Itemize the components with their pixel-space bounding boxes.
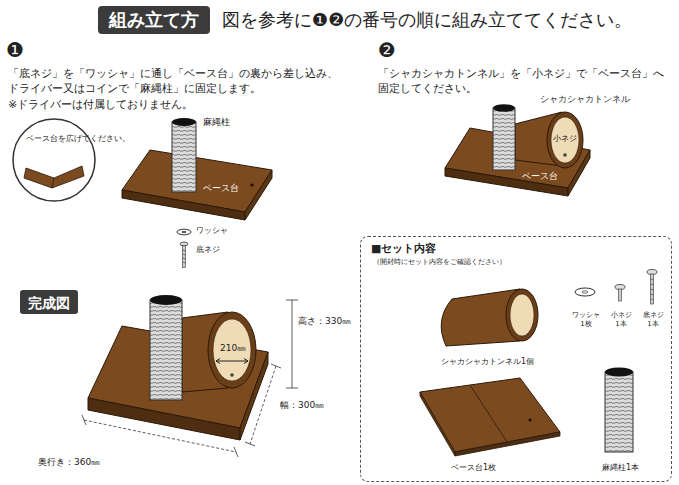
sisal-post [150, 300, 182, 400]
part-label: 小ネジ [553, 134, 577, 144]
tunnel [182, 312, 256, 392]
sisal-post [150, 295, 182, 400]
sisal-post [150, 295, 182, 305]
washer [582, 291, 588, 293]
tunnel [547, 112, 583, 168]
part-label: シャカシャカトンネル [540, 94, 630, 105]
inset-note: ベース台を広げてください。 [26, 134, 82, 144]
screw [651, 279, 654, 300]
part-label: 底ネジ [196, 245, 220, 255]
dimension-line [82, 415, 238, 457]
part-label: ベース台 [522, 171, 558, 182]
sisal-post [605, 372, 633, 452]
tunnel [230, 373, 234, 377]
inset-board [13, 119, 95, 201]
tunnel [515, 112, 583, 168]
washer-and-screw [177, 229, 191, 267]
tunnel [551, 117, 579, 163]
circle-outline [13, 119, 95, 201]
item-label: 小ネジ 1本 [607, 311, 635, 329]
item-label: シャカシャカトンネル1個 [441, 357, 534, 367]
washer [575, 288, 595, 296]
sisal-post [493, 104, 515, 112]
inset-circle: ベース台を広げてください。 [12, 118, 96, 202]
dimension-label: 幅：300㎜ [280, 400, 324, 411]
dimension-line [82, 300, 298, 457]
tunnel [506, 289, 538, 341]
dimension-label: 210㎜ [219, 343, 247, 354]
screw [619, 289, 622, 301]
note-text: ※ドライバーは付属しておりません。 [8, 97, 193, 112]
base-board [420, 378, 560, 456]
step-text: 「底ネジ」を「ワッシャ」に通し「ベース台」の裏から差し込み、 ドライバー又はコイ… [8, 66, 368, 96]
box-note: （開封時にセット内容をご確認ください） [373, 258, 506, 267]
section-badge: 完成図 [20, 290, 78, 314]
dimension-line [245, 364, 281, 446]
washer-and-screw [182, 231, 186, 233]
screw [615, 270, 657, 305]
sisal-post [493, 108, 515, 170]
inset-board [24, 168, 54, 188]
part-label: ベース台 [203, 183, 239, 194]
base-board [420, 392, 455, 456]
washer-and-screw [183, 250, 186, 263]
title-badge: 組み立て方 [98, 6, 210, 34]
tunnel [510, 294, 534, 336]
part-label: 麻縄柱 [203, 117, 230, 128]
tunnel [213, 319, 251, 381]
dimension-line [250, 366, 276, 444]
tunnel [208, 312, 256, 388]
item-label: 底ネジ 1本 [639, 311, 667, 329]
sisal-post [172, 118, 196, 126]
step-number: ❶ [6, 38, 24, 63]
washer [575, 288, 595, 296]
sisal-post [172, 118, 196, 192]
dimension-label: 奥行き：360㎜ [38, 457, 100, 468]
base-board [245, 170, 272, 220]
box-heading: ■セット内容 [371, 242, 436, 256]
base-board [445, 168, 568, 196]
tunnel [563, 153, 567, 157]
sisal-post [172, 122, 196, 192]
base-board [455, 432, 560, 456]
inset-board [52, 166, 84, 188]
item-label: 麻縄柱1本 [602, 463, 639, 473]
part-label: ワッシャ [196, 226, 228, 236]
base-board [529, 419, 532, 422]
item-label: ワッシャ 1枚 [568, 311, 604, 329]
dimension-label: 高さ：330㎜ [298, 316, 351, 327]
badge-text: 完成図 [28, 294, 70, 312]
dimension-line [216, 359, 248, 364]
base-board [88, 398, 240, 440]
inset-board [13, 119, 95, 201]
dimension-line [84, 420, 236, 452]
base-board [122, 150, 272, 220]
base-board [470, 385, 507, 442]
washer-and-screw [183, 246, 186, 268]
washer-and-screw [177, 229, 191, 235]
base-board [122, 150, 272, 212]
sisal-post [605, 368, 633, 377]
base-board [122, 190, 245, 220]
sisal-post [493, 104, 515, 170]
step-text: 「シャカシャカトンネル」を「小ネジ」で「ベース台」へ 固定してください。 [378, 66, 678, 96]
instruction-heading: 図を参考に❶❷の番号の順に組み立ててください。 [222, 8, 632, 31]
tunnel [441, 289, 538, 346]
circle-outline [12, 118, 96, 202]
base-board [250, 183, 253, 186]
contents-box: ■セット内容 （開封時にセット内容をご確認ください） シャカシャカトンネル1個 ワッシ… [360, 236, 672, 482]
sisal-post [605, 368, 633, 453]
dimension-line [286, 300, 298, 388]
item-label: ベース台1枚 [451, 463, 496, 473]
base-board [420, 378, 560, 452]
screw [651, 274, 654, 304]
step-number: ❷ [378, 38, 396, 63]
